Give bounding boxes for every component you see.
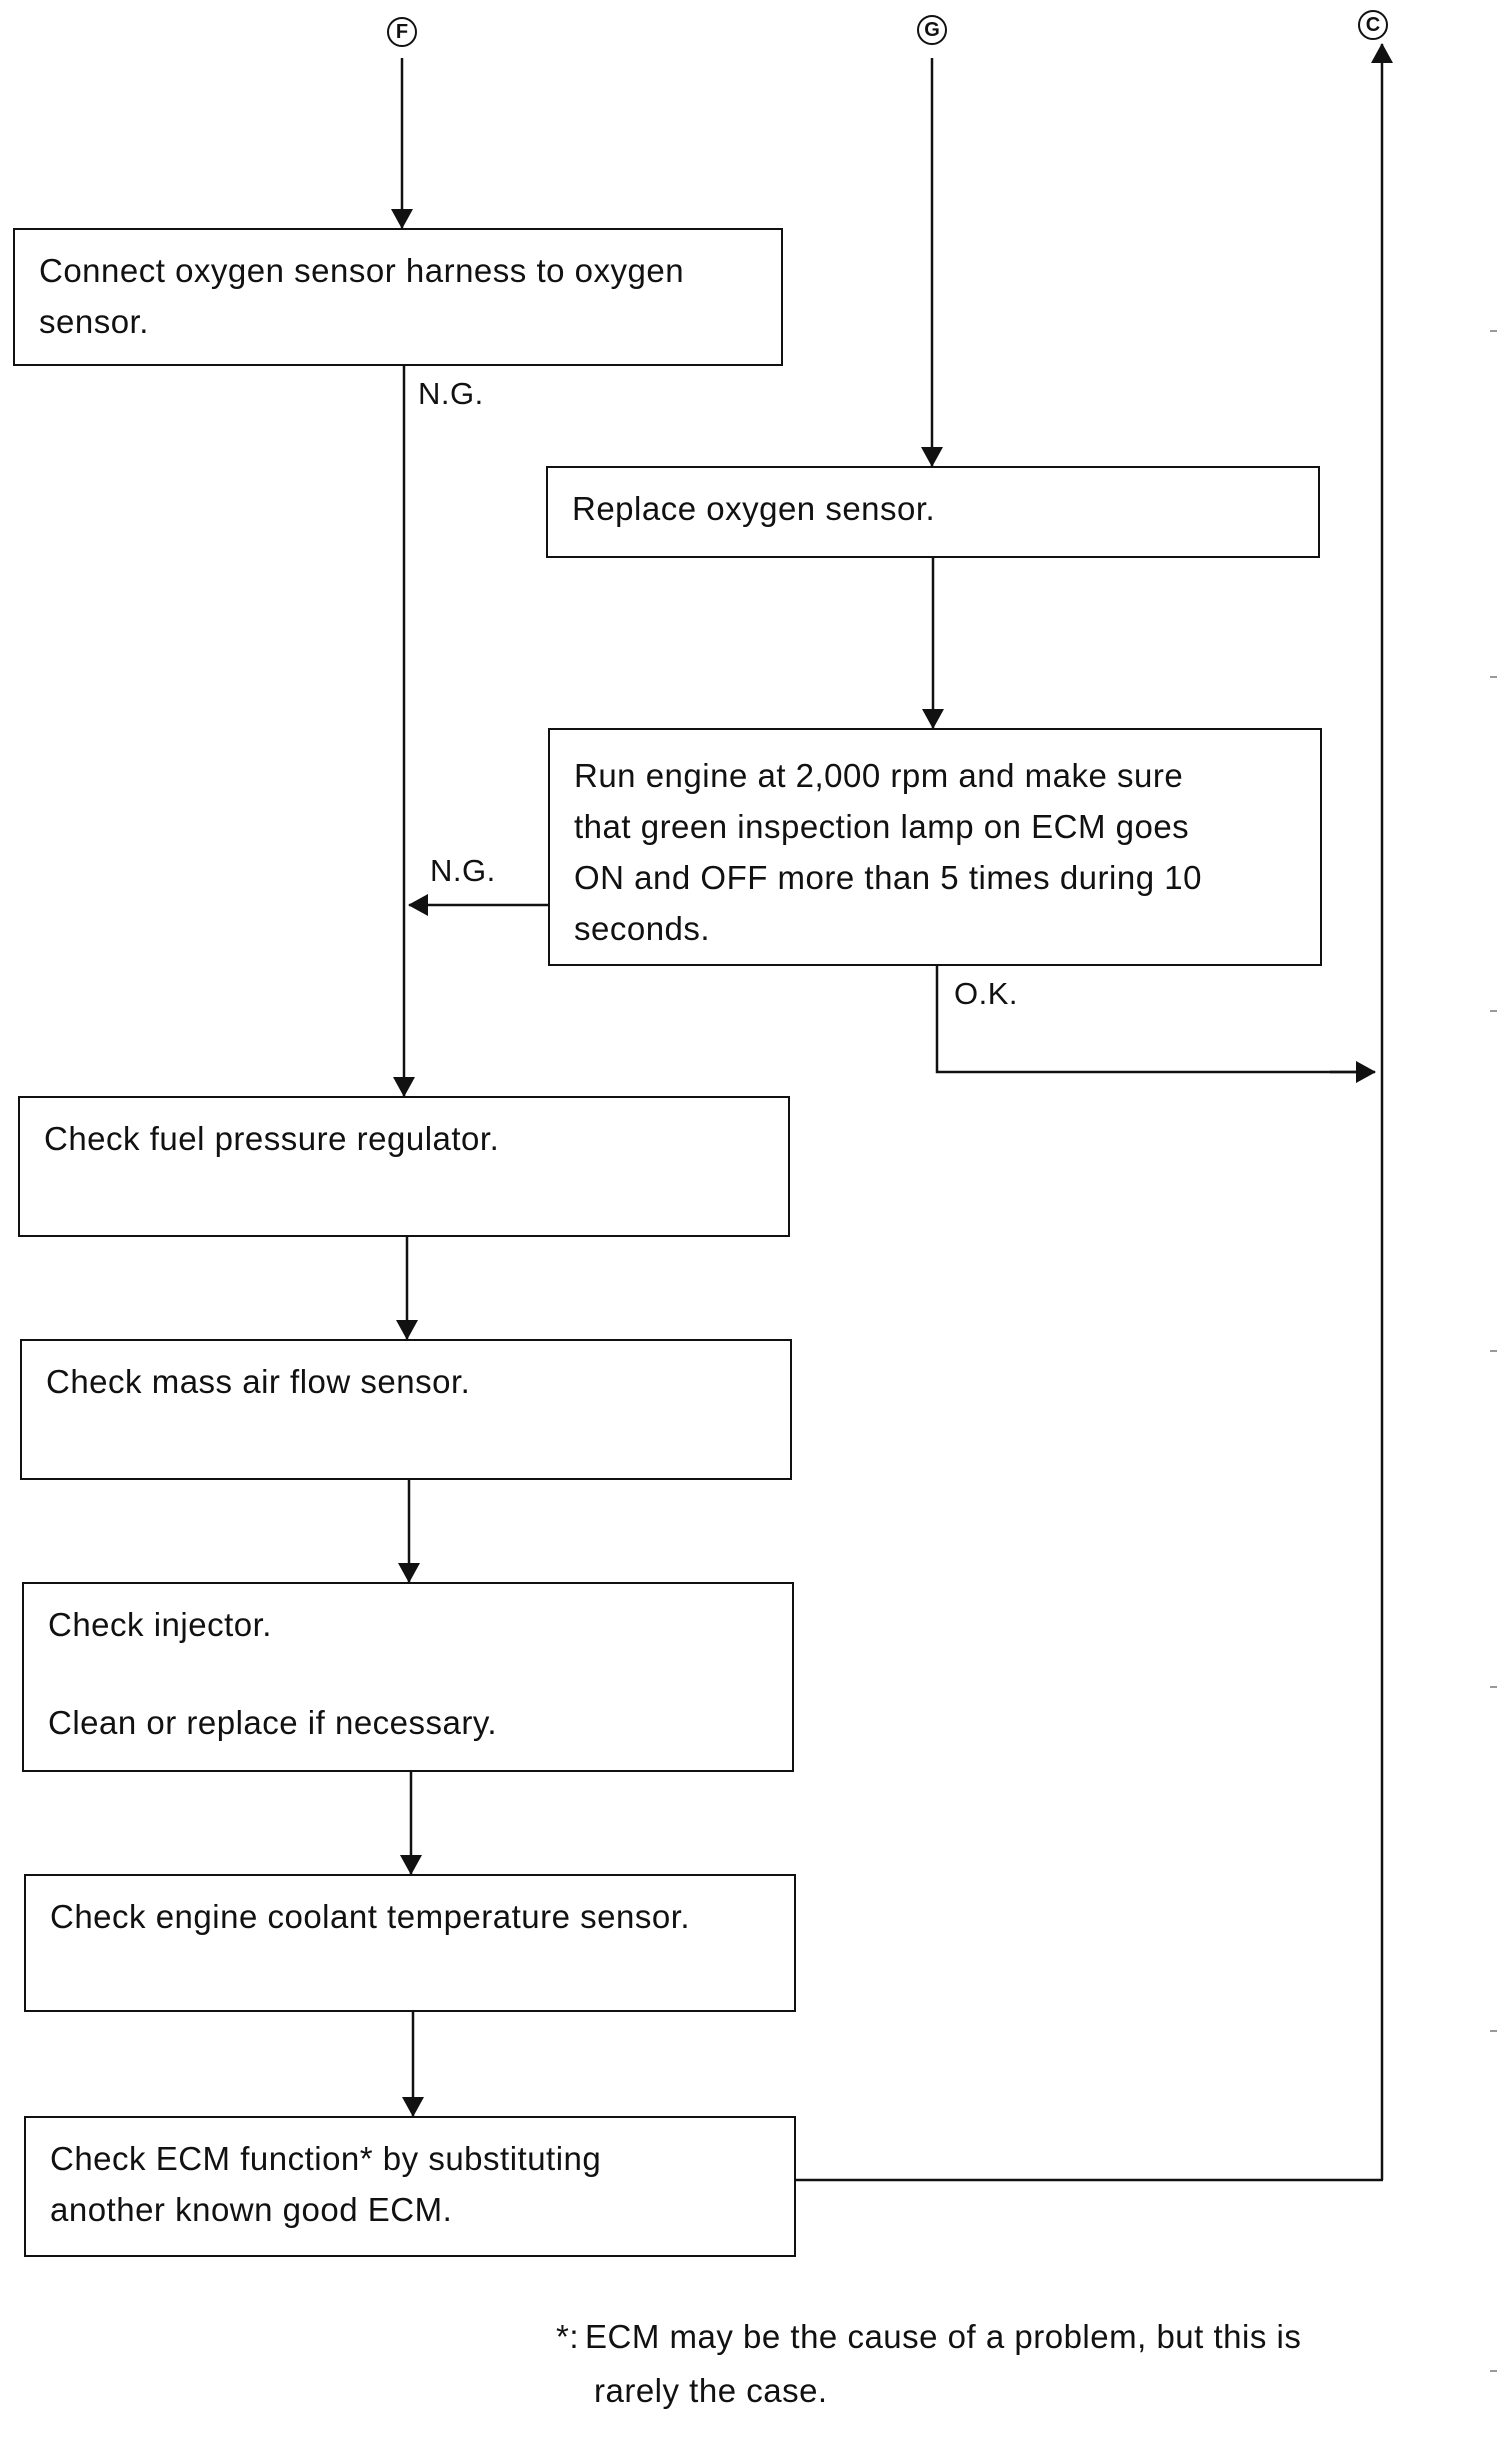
- connector-c: C: [1358, 10, 1388, 40]
- edge-mark: [1490, 330, 1497, 332]
- box-connect-harness: Connect oxygen sensor harness to oxygen …: [13, 228, 783, 366]
- box-replace-sensor-text: Replace oxygen sensor.: [572, 490, 936, 527]
- box-injector-line1: Check injector.: [48, 1606, 272, 1643]
- box-run-engine-line2: that green inspection lamp on ECM goes: [574, 808, 1190, 845]
- box-ecm-function: Check ECM function* by substituting anot…: [24, 2116, 796, 2257]
- footnote-line1: ECM may be the cause of a problem, but t…: [585, 2318, 1302, 2355]
- label-ok-run-engine: O.K.: [954, 976, 1019, 1011]
- box-fuel-regulator: Check fuel pressure regulator.: [18, 1096, 790, 1237]
- box-mass-air-flow: Check mass air flow sensor.: [20, 1339, 792, 1480]
- box-ecm-function-line1: Check ECM function* by substituting: [50, 2140, 602, 2177]
- edge-mark: [1490, 676, 1497, 678]
- box-coolant-temp: Check engine coolant temperature sensor.: [24, 1874, 796, 2012]
- box-run-engine-line3: ON and OFF more than 5 times during 10: [574, 859, 1202, 896]
- box-run-engine-line4: seconds.: [574, 910, 711, 947]
- footnote-line2: rarely the case.: [594, 2372, 828, 2409]
- box-run-engine: Run engine at 2,000 rpm and make sure th…: [548, 728, 1322, 966]
- connector-g: G: [917, 15, 947, 45]
- edge-mark: [1490, 1010, 1497, 1012]
- box-injector: Check injector. Clean or replace if nece…: [22, 1582, 794, 1772]
- box-injector-line2: Clean or replace if necessary.: [48, 1704, 498, 1741]
- edge-mark: [1490, 1350, 1497, 1352]
- box-fuel-regulator-text: Check fuel pressure regulator.: [44, 1120, 500, 1157]
- label-ng-harness: N.G.: [418, 376, 484, 411]
- line-run-ok: [935, 965, 1370, 1074]
- edge-mark: [1490, 1686, 1497, 1688]
- connector-f: F: [387, 17, 417, 47]
- box-coolant-temp-text: Check engine coolant temperature sensor.: [50, 1898, 691, 1935]
- box-connect-harness-line2: sensor.: [39, 303, 149, 340]
- box-mass-air-flow-text: Check mass air flow sensor.: [46, 1363, 471, 1400]
- edge-mark: [1490, 2370, 1497, 2372]
- box-replace-sensor: Replace oxygen sensor.: [546, 466, 1320, 558]
- box-ecm-function-line2: another known good ECM.: [50, 2191, 453, 2228]
- box-run-engine-line1: Run engine at 2,000 rpm and make sure: [574, 757, 1184, 794]
- box-connect-harness-line1: Connect oxygen sensor harness to oxygen: [39, 252, 685, 289]
- edge-mark: [1490, 2030, 1497, 2032]
- footnote: *:ECM may be the cause of a problem, but…: [556, 2310, 1301, 2418]
- label-ng-run-engine: N.G.: [430, 853, 496, 888]
- footnote-mark: *:: [556, 2318, 580, 2355]
